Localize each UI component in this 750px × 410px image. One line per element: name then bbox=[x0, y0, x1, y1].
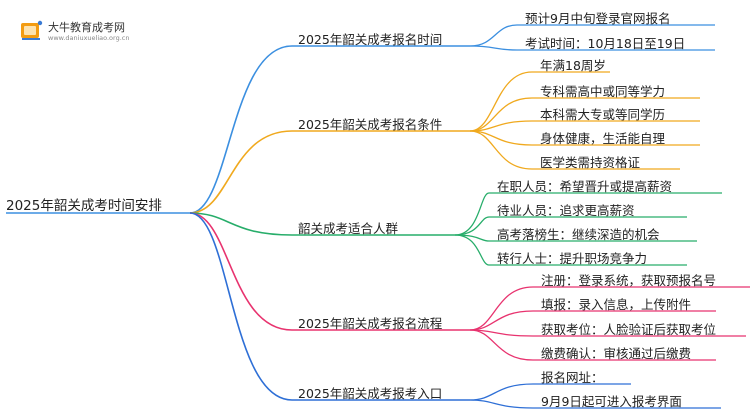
leaf-topic: 预计9月中旬登录官网报名 bbox=[525, 11, 671, 26]
leaf-topic: 转行人士：提升职场竞争力 bbox=[497, 251, 648, 266]
branch-topic: 2025年韶关成考报名条件 bbox=[298, 117, 443, 132]
branch-topic: 2025年韶关成考报名流程 bbox=[298, 316, 443, 331]
leaf-connector bbox=[469, 310, 534, 331]
leaf-topic: 9月9日起可进入报考界面 bbox=[541, 394, 682, 409]
logo-url: www.daniuxueliao.org.cn bbox=[48, 34, 130, 42]
leaf-topic: 在职人员：希望晋升或提高薪资 bbox=[497, 179, 673, 194]
leaf-connector bbox=[454, 216, 490, 236]
leaf-topic: 专科需高中或同等学力 bbox=[540, 84, 666, 99]
leaf-topic: 待业人员：追求更高薪资 bbox=[497, 203, 635, 218]
root-topic: 2025年韶关成考时间安排 bbox=[6, 198, 162, 214]
branch-connector bbox=[189, 45, 293, 214]
leaf-topic: 身体健康，生活能自理 bbox=[540, 131, 666, 146]
leaf-topic: 缴费确认：审核通过后缴费 bbox=[541, 346, 692, 361]
leaf-connector bbox=[469, 286, 534, 331]
branch-connector bbox=[189, 212, 293, 331]
logo-name: 大牛教育成考网 bbox=[48, 21, 125, 34]
leaf-topic: 获取考位：人脸验证后获取考位 bbox=[541, 322, 717, 337]
leaf-topic: 报名网址： bbox=[541, 370, 604, 385]
leaf-connector bbox=[469, 24, 518, 47]
leaf-topic: 医学类需持资格证 bbox=[540, 155, 641, 170]
leaf-topic: 本科需大专或等同学历 bbox=[540, 107, 666, 122]
leaf-connector bbox=[469, 329, 534, 337]
leaf-connector bbox=[454, 234, 490, 266]
book-icon bbox=[21, 20, 43, 40]
site-logo: 大牛教育成考网 www.daniuxueliao.org.cn bbox=[18, 17, 138, 47]
leaf-connector bbox=[469, 399, 534, 409]
branch-connector bbox=[189, 130, 293, 214]
leaf-connector bbox=[454, 192, 490, 236]
branch-connector bbox=[189, 212, 293, 236]
branch-topic: 2025年韶关成考报名时间 bbox=[298, 32, 443, 47]
leaf-topic: 注册：登录系统，获取预报名号 bbox=[541, 273, 717, 288]
leaf-connector bbox=[469, 329, 534, 361]
leaf-connector bbox=[469, 130, 533, 170]
leaf-connector bbox=[469, 45, 518, 51]
leaf-topic: 填报：录入信息，上传附件 bbox=[541, 297, 692, 312]
leaf-connector bbox=[469, 97, 533, 132]
leaf-connector bbox=[469, 383, 534, 401]
leaf-connector bbox=[469, 71, 533, 132]
branch-topic: 2025年韶关成考报考入口 bbox=[298, 386, 443, 401]
branch-connector bbox=[189, 212, 293, 401]
leaf-topic: 高考落榜生：继续深造的机会 bbox=[497, 227, 660, 242]
leaf-topic: 年满18周岁 bbox=[540, 58, 606, 73]
branch-topic: 韶关成考适合人群 bbox=[298, 221, 399, 236]
leaf-topic: 考试时间：10月18日至19日 bbox=[525, 36, 686, 51]
